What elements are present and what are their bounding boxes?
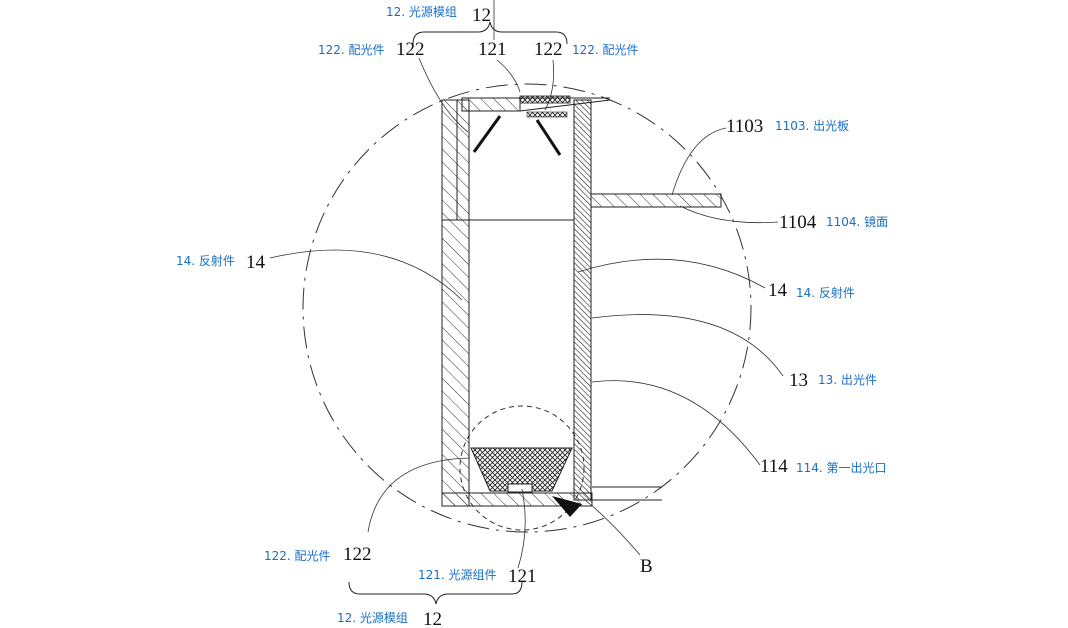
right-reflector-wall — [573, 99, 592, 501]
left-reflector-wall — [441, 99, 470, 507]
bottom-lens — [470, 447, 573, 492]
top-source-number: 121 — [478, 39, 507, 60]
first-exit-number: 114 — [760, 456, 788, 477]
detail-b-label: B — [640, 556, 653, 577]
bottom-source-number: 121 — [508, 566, 537, 587]
light-exit-part-number: 13 — [789, 370, 808, 391]
top-left-lens — [472, 115, 502, 153]
exit-plate-annotation: 1103. 出光板 — [775, 119, 849, 133]
top-group-number: 12 — [472, 5, 491, 26]
detail-boundary-circle — [302, 83, 752, 533]
top-right-lens — [535, 119, 562, 156]
right-reflector-annotation: 14. 反射件 — [796, 285, 855, 300]
mirror-number: 1104 — [779, 212, 817, 233]
exit-plate — [590, 193, 722, 208]
left-reflector-annotation: 14. 反射件 — [176, 253, 235, 268]
top-right-lens-number: 122 — [534, 39, 563, 60]
first-exit-annotation: 114. 第一出光口 — [796, 461, 887, 475]
bottom-group-annotation: 12. 光源模组 — [337, 611, 408, 625]
right-reflector-number: 14 — [768, 280, 788, 301]
detail-b-arrow — [552, 496, 582, 517]
exit-plate-number: 1103 — [726, 116, 763, 137]
bottom-group-number: 12 — [423, 609, 442, 628]
top-group-annotation: 12. 光源模组 — [386, 5, 457, 19]
top-group-brace — [412, 21, 568, 45]
bottom-group-brace — [348, 581, 523, 605]
top-plate — [461, 97, 521, 112]
top-left-lens-number: 122 — [396, 39, 425, 60]
light-exit-part-annotation: 13. 出光件 — [818, 373, 877, 387]
top-left-lens-annotation: 122. 配光件 — [318, 43, 385, 57]
bottom-light-source — [507, 483, 533, 493]
mirror-annotation: 1104. 镜面 — [826, 214, 888, 229]
bottom-lens-annotation: 122. 配光件 — [264, 549, 331, 563]
top-small-chip — [526, 111, 568, 118]
top-light-source — [519, 95, 571, 104]
top-right-lens-annotation: 122. 配光件 — [572, 43, 639, 57]
bottom-lens-number: 122 — [343, 544, 372, 565]
left-reflector-number: 14 — [246, 252, 266, 273]
bottom-source-annotation: 121. 光源组件 — [418, 568, 497, 582]
